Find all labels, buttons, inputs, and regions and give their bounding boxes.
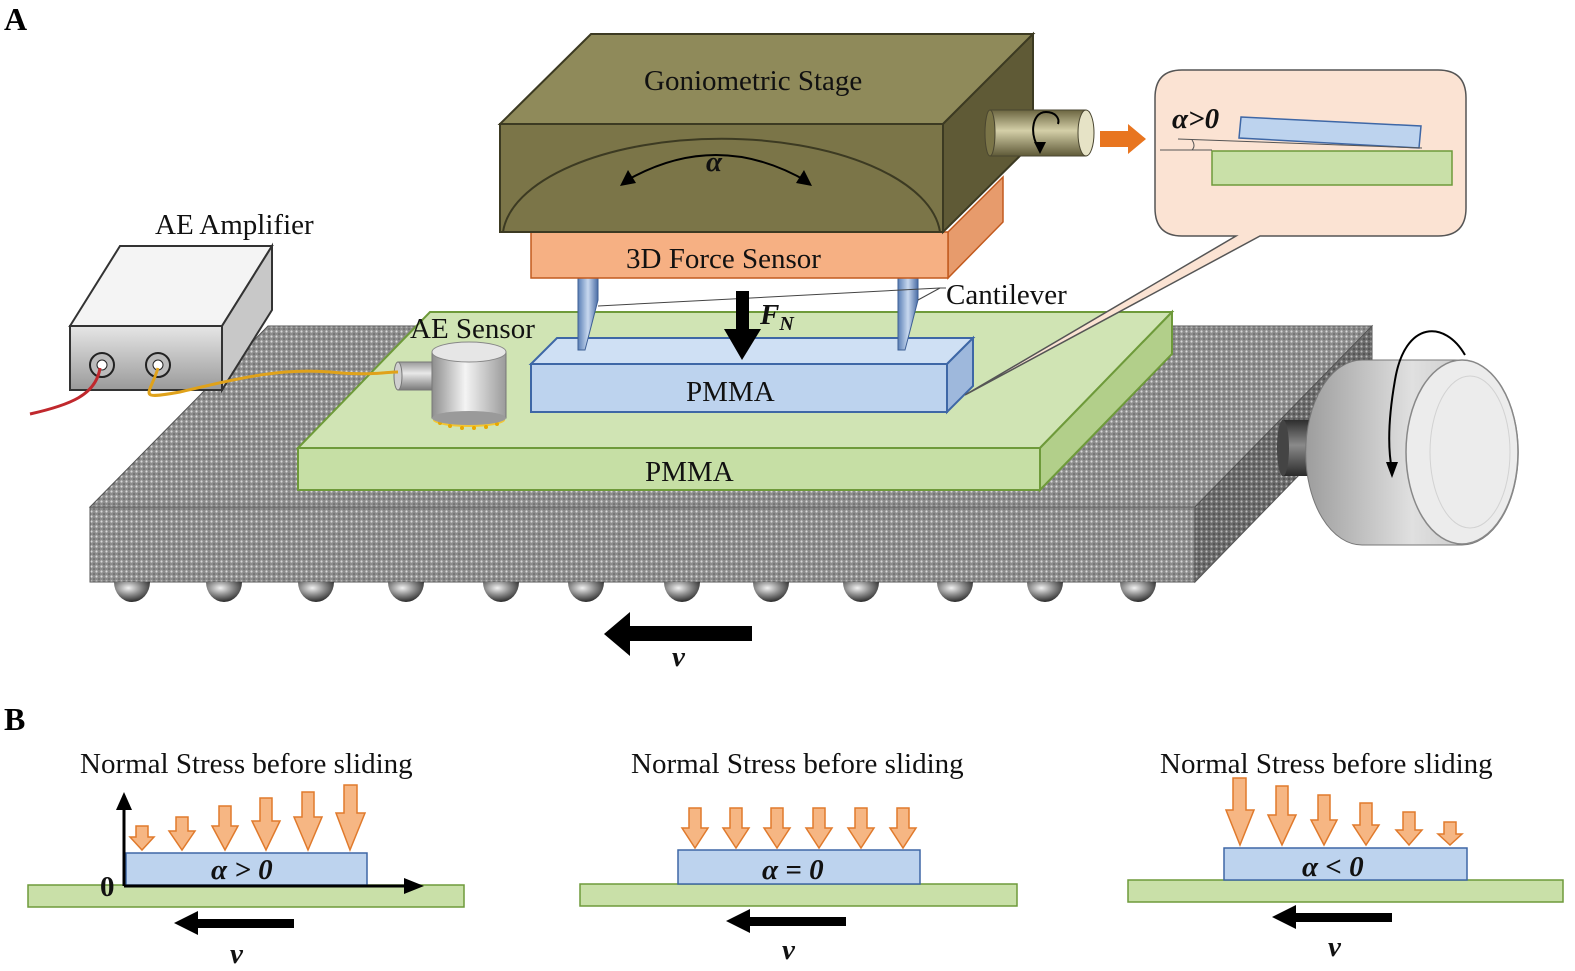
alpha-symbol: α bbox=[706, 146, 723, 178]
yellow-cable bbox=[147, 367, 399, 397]
pmma-top-label: PMMA bbox=[686, 376, 775, 408]
inset-pointer-arrow bbox=[1100, 124, 1146, 154]
pmma-top-slider bbox=[528, 335, 976, 415]
inset-callout bbox=[964, 69, 1467, 396]
fn-label: FN bbox=[759, 299, 795, 335]
stress-diagram-negative bbox=[1127, 777, 1564, 929]
normal-force-arrow bbox=[724, 291, 761, 360]
ball-bearings bbox=[114, 582, 1156, 602]
velocity-label: v bbox=[672, 641, 686, 673]
motor bbox=[1277, 330, 1519, 546]
velocity-zero-label: v bbox=[782, 934, 796, 966]
stress-arrows bbox=[680, 807, 918, 850]
stress-title-negative: Normal Stress before sliding bbox=[1160, 748, 1493, 780]
panel-a-label: A bbox=[4, 1, 27, 37]
stress-arrows bbox=[1224, 777, 1464, 848]
alpha-negative-label: α < 0 bbox=[1302, 851, 1364, 883]
velocity-arrow bbox=[604, 612, 752, 656]
alpha-positive-label: α > 0 bbox=[211, 854, 273, 886]
cantilever-label: Cantilever bbox=[946, 279, 1067, 311]
pmma-bottom-label: PMMA bbox=[645, 456, 734, 488]
stress-title-positive: Normal Stress before sliding bbox=[80, 748, 413, 780]
ae-sensor bbox=[393, 341, 507, 430]
panel-b-label: B bbox=[4, 701, 25, 737]
alpha-zero-label: α = 0 bbox=[762, 854, 824, 886]
origin-label: 0 bbox=[100, 871, 115, 903]
ae-amplifier bbox=[68, 242, 274, 394]
ae-amplifier-label: AE Amplifier bbox=[155, 209, 314, 241]
stress-diagram-positive bbox=[27, 784, 465, 935]
force-sensor-label: 3D Force Sensor bbox=[626, 243, 821, 275]
stress-arrows bbox=[128, 784, 367, 853]
ae-sensor-label: AE Sensor bbox=[410, 313, 535, 345]
red-cable bbox=[29, 367, 102, 416]
force-sensor bbox=[530, 175, 1004, 280]
goniometric-stage bbox=[497, 31, 1036, 235]
goniometric-stage-label: Goniometric Stage bbox=[644, 65, 862, 97]
inset-alpha-label: α>0 bbox=[1172, 103, 1219, 135]
velocity-negative-label: v bbox=[1328, 931, 1342, 963]
velocity-positive-label: v bbox=[230, 938, 244, 970]
stress-diagram-zero bbox=[579, 807, 1018, 933]
goniometer-knob bbox=[984, 109, 1095, 157]
stress-title-zero: Normal Stress before sliding bbox=[631, 748, 964, 780]
